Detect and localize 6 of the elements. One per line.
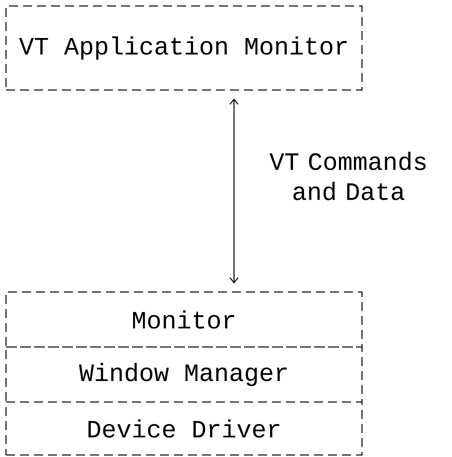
- box: Monitor: [6, 292, 362, 348]
- box: Device Driver: [6, 402, 362, 456]
- arrow: [230, 98, 238, 284]
- box: Window Manager: [6, 346, 362, 402]
- box: VT Application Monitor: [6, 6, 362, 90]
- edge-label: VT Commands and Data: [269, 152, 426, 200]
